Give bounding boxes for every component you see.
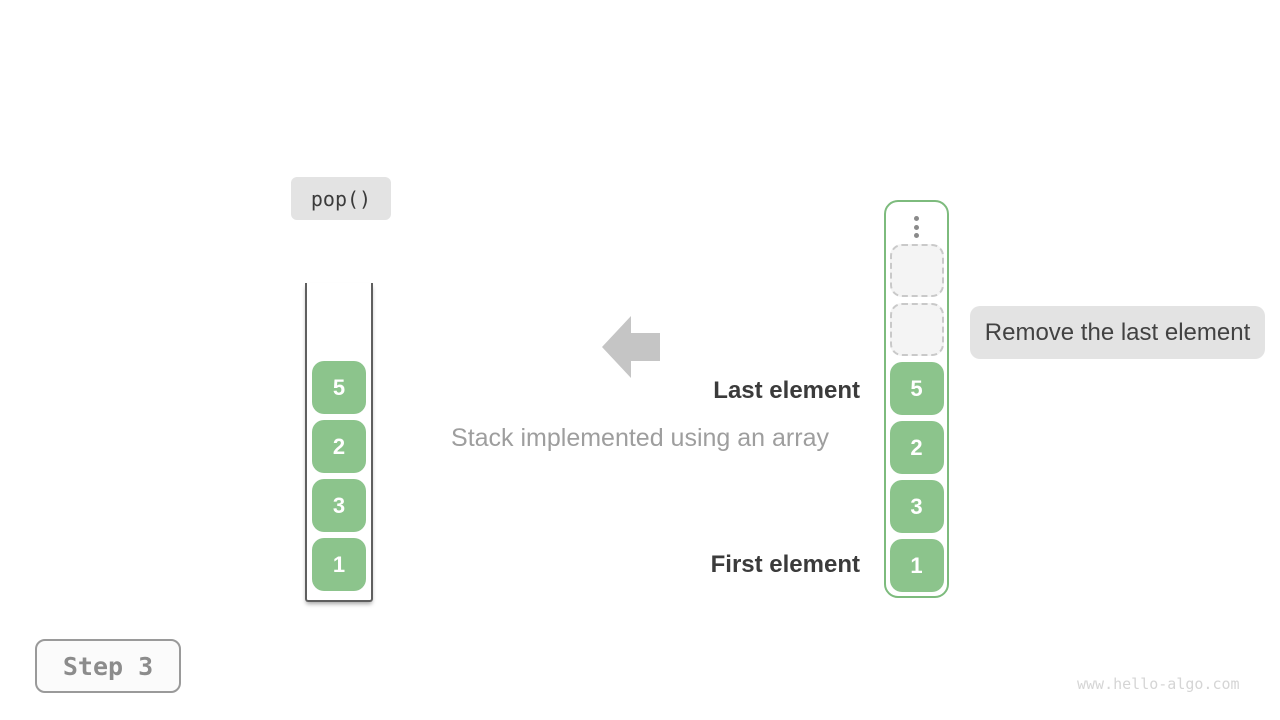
arrow-left-icon [600,314,662,385]
stack-block: 2 [312,420,366,473]
operation-label: pop() [291,177,391,220]
ellipsis-dot [914,224,919,230]
stack-block: 1 [312,538,366,591]
vertical-ellipsis-icon [914,216,919,238]
stack-block: 5 [312,361,366,414]
stack-block: 3 [312,479,366,532]
last-element-label: Last element [713,377,860,404]
diagram-caption: Stack implemented using an array [451,424,829,452]
array-block: 2 [889,421,944,474]
empty-array-slot [889,303,944,356]
array-block: 5 [889,362,944,415]
step-indicator: Step 3 [35,639,181,693]
ellipsis-dot [914,216,919,221]
arrow-left-shape [602,316,660,378]
array-block: 3 [889,480,944,533]
stack-container: 5 2 3 1 [305,283,373,602]
annotation-label: Remove the last element [970,306,1265,359]
first-element-label: First element [710,551,860,578]
array-block: 1 [889,539,944,592]
empty-array-slot [889,244,944,297]
array-container: 5 2 3 1 [884,200,949,598]
ellipsis-dot [914,233,919,238]
watermark-text: www.hello-algo.com [1077,675,1240,693]
